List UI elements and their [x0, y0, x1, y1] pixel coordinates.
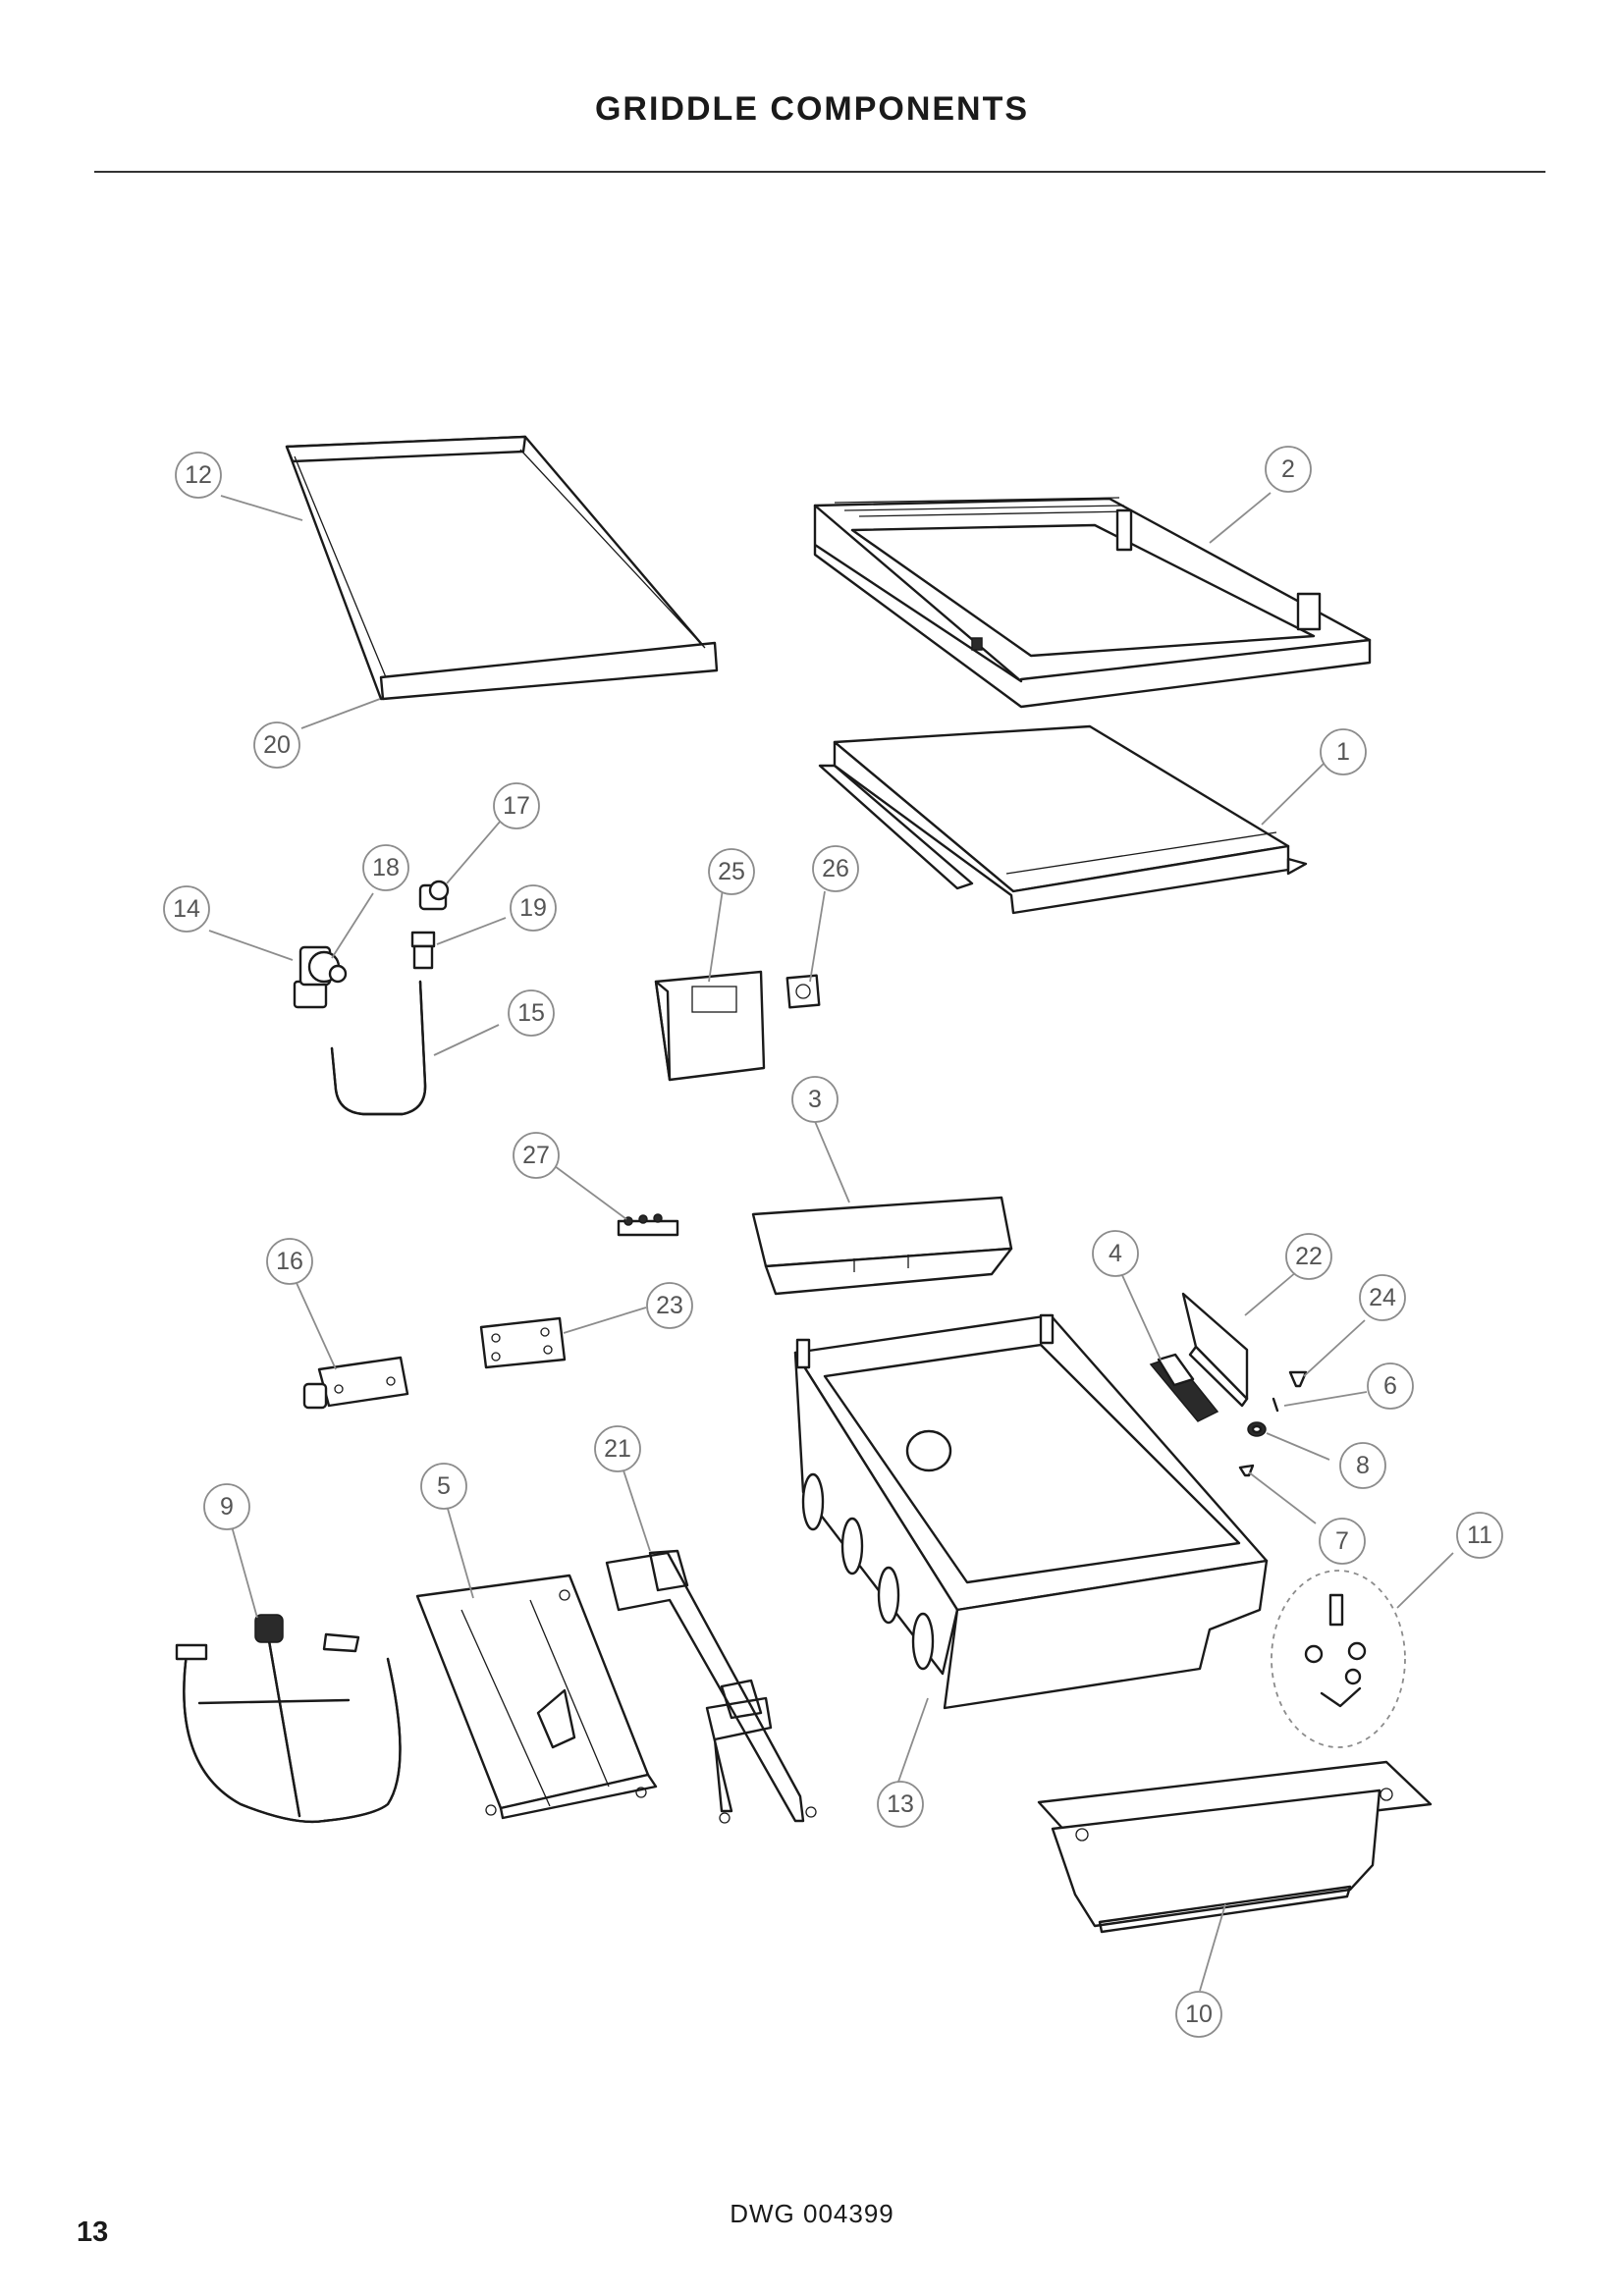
- part-valve-assembly: [293, 880, 450, 1116]
- part-igniter-bracket: [1181, 1292, 1249, 1408]
- callout-label: 15: [517, 999, 545, 1027]
- callout-2: 2: [1265, 446, 1312, 493]
- callout-12: 12: [175, 452, 222, 499]
- part-igniter-module: [302, 1356, 409, 1410]
- callout-label: 2: [1281, 455, 1295, 483]
- part-igniter: [1149, 1353, 1219, 1422]
- part-rail-bracket: [605, 1549, 817, 1824]
- part-heat-deflector: [751, 1196, 1013, 1296]
- callout-label: 10: [1185, 2001, 1213, 2028]
- callout-22: 22: [1285, 1233, 1332, 1280]
- callout-label: 7: [1335, 1527, 1349, 1555]
- part-shield-box: [654, 970, 766, 1082]
- part-small-hardware: [1238, 1370, 1308, 1477]
- callout-18: 18: [362, 844, 409, 891]
- part-drip-tray: [818, 724, 1308, 915]
- callout-label: 9: [220, 1493, 234, 1521]
- callout-5: 5: [420, 1463, 467, 1510]
- callout-label: 13: [887, 1790, 914, 1818]
- callout-label: 17: [503, 792, 530, 820]
- callout-label: 25: [718, 858, 745, 885]
- callout-label: 26: [822, 855, 849, 882]
- callout-19: 19: [510, 884, 557, 932]
- callout-label: 18: [372, 854, 400, 881]
- callout-16: 16: [266, 1238, 313, 1285]
- drawing-number: DWG 004399: [730, 2199, 894, 2228]
- callout-21: 21: [594, 1425, 641, 1472]
- part-drip-drawer: [1037, 1760, 1433, 1934]
- callout-11: 11: [1456, 1512, 1503, 1559]
- callout-27: 27: [513, 1132, 560, 1179]
- callout-label: 12: [185, 461, 212, 489]
- page-number: 13: [77, 2216, 109, 2248]
- callout-label: 27: [522, 1142, 550, 1169]
- callout-13: 13: [877, 1781, 924, 1828]
- part-flame-tamer: [415, 1574, 658, 1820]
- part-terminal-strip: [617, 1213, 679, 1237]
- callout-4: 4: [1092, 1230, 1139, 1277]
- title-rule: [94, 171, 1545, 173]
- part-bracket: [479, 1316, 567, 1369]
- callout-7: 7: [1319, 1518, 1366, 1565]
- callout-label: 23: [656, 1292, 683, 1319]
- callout-label: 5: [437, 1472, 451, 1500]
- part-burner: [175, 1614, 402, 1824]
- part-frame: [813, 497, 1372, 709]
- callout-label: 16: [276, 1248, 303, 1275]
- part-small-plate: [785, 974, 821, 1009]
- part-griddle-plate: [285, 435, 719, 701]
- callout-label: 1: [1336, 738, 1350, 766]
- callout-1: 1: [1320, 728, 1367, 775]
- callout-label: 22: [1295, 1243, 1323, 1270]
- part-hardware-kit: [1271, 1570, 1406, 1748]
- callout-label: 24: [1369, 1284, 1396, 1311]
- callout-25: 25: [708, 848, 755, 895]
- callout-10: 10: [1175, 1991, 1222, 2038]
- callout-label: 19: [519, 894, 547, 922]
- callout-label: 6: [1383, 1372, 1397, 1400]
- callout-label: 14: [173, 895, 200, 923]
- callout-15: 15: [508, 989, 555, 1037]
- callout-label: 3: [808, 1086, 822, 1113]
- callout-3: 3: [791, 1076, 839, 1123]
- callout-label: 21: [604, 1435, 631, 1463]
- callout-20: 20: [253, 721, 300, 769]
- part-firebox: [793, 1313, 1269, 1710]
- callout-8: 8: [1339, 1442, 1386, 1489]
- callout-24: 24: [1359, 1274, 1406, 1321]
- callout-9: 9: [203, 1483, 250, 1530]
- callout-23: 23: [646, 1282, 693, 1329]
- callout-label: 4: [1109, 1240, 1122, 1267]
- page-title: GRIDDLE COMPONENTS: [594, 90, 1030, 128]
- leader-lines: [208, 492, 1454, 1992]
- callout-label: 8: [1356, 1452, 1370, 1479]
- callout-label: 11: [1467, 1522, 1492, 1549]
- callout-14: 14: [163, 885, 210, 933]
- callout-17: 17: [493, 782, 540, 829]
- callout-6: 6: [1367, 1362, 1414, 1410]
- callout-label: 20: [263, 731, 291, 759]
- callout-26: 26: [812, 845, 859, 892]
